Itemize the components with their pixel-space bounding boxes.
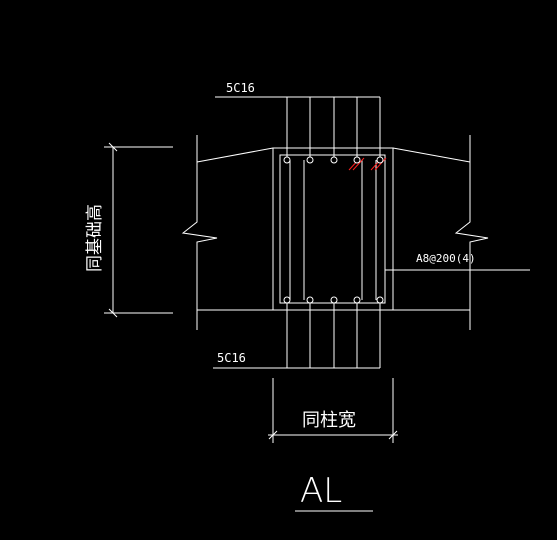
height-dim-tick-bottom <box>108 308 118 318</box>
height-dim-tick-top <box>108 142 118 152</box>
right-break-line <box>454 135 489 330</box>
top-rebar-4 <box>353 156 361 164</box>
right-haunch <box>392 147 471 163</box>
section-title: AL <box>300 471 342 511</box>
bottom-rebar-5 <box>376 296 384 304</box>
bottom-rebar-4 <box>353 296 361 304</box>
top-rebar-3 <box>330 156 338 164</box>
left-haunch <box>196 147 274 163</box>
stirrup-label: A8@200(4) <box>416 252 476 265</box>
height-label: 同基础高 <box>85 204 105 272</box>
top-rebar-1 <box>283 156 291 164</box>
stirrup <box>279 154 386 304</box>
top-rebar-2 <box>306 156 314 164</box>
top-rebar-label: 5C16 <box>226 81 255 95</box>
bottom-rebar-2 <box>306 296 314 304</box>
top-rebar-5 <box>376 156 384 164</box>
width-dim-tick-right <box>388 430 398 440</box>
width-dim-tick-left <box>268 430 278 440</box>
bottom-rebar-label: 5C16 <box>217 351 246 365</box>
bottom-rebar-3 <box>330 296 338 304</box>
hatch-mark-2 <box>352 157 365 171</box>
hatch-mark-4 <box>374 157 387 171</box>
beam-section-outline <box>272 147 394 311</box>
width-label: 同柱宽 <box>302 410 356 431</box>
left-break-line <box>181 135 218 330</box>
bottom-rebar-1 <box>283 296 291 304</box>
